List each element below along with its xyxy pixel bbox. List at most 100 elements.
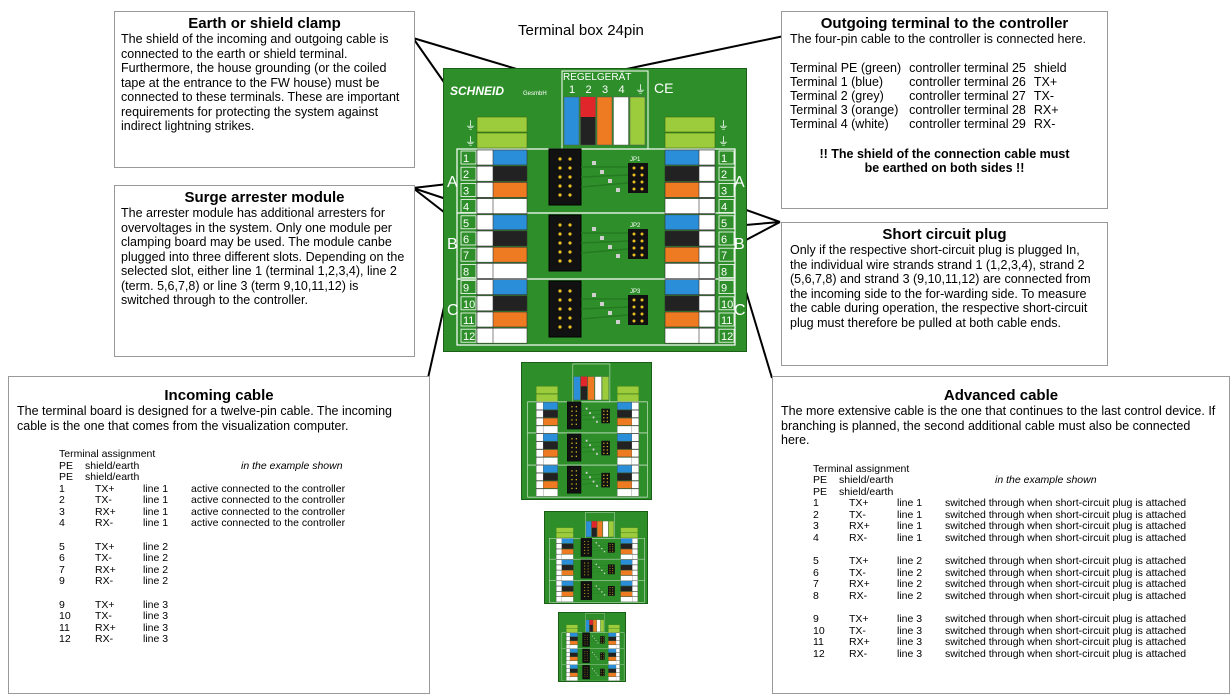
slot-pin — [575, 442, 577, 444]
terminal-lever — [631, 425, 639, 434]
component — [585, 439, 588, 442]
terminal-line: line 2 — [143, 540, 169, 553]
component — [596, 452, 598, 455]
terminal-number: 5 — [463, 218, 469, 230]
terminal-lever — [566, 644, 571, 649]
terminal-lever — [632, 564, 638, 571]
slot-pin — [587, 543, 589, 545]
thumbnail-drawing — [545, 512, 647, 603]
regler-pin — [602, 521, 609, 537]
outgoing-box: Outgoing terminal to the controller The … — [781, 11, 1108, 209]
slot-pin — [568, 223, 572, 227]
terminal-lever — [566, 668, 571, 673]
component — [597, 658, 599, 660]
advanced-assign-header: Terminal assignment — [813, 462, 910, 475]
terminal-number: 11 — [721, 315, 732, 327]
surge-slot — [582, 665, 590, 680]
slot-pin — [584, 634, 586, 636]
terminal-number: 11 — [59, 621, 70, 634]
surge-slot — [548, 280, 582, 338]
slot-pin — [568, 325, 572, 329]
terminal-number: 3 — [813, 520, 819, 532]
group-label-left: C — [447, 302, 459, 319]
terminal-lever — [615, 640, 620, 645]
earth-terminal — [608, 624, 620, 629]
pcb-trace — [581, 418, 602, 421]
slot-pin — [584, 655, 586, 657]
jumper-pin — [602, 673, 604, 674]
terminal-note: switched through when short-circuit plug… — [945, 555, 1187, 567]
slot-pin — [584, 643, 586, 645]
pcb-trace — [589, 673, 601, 675]
surge-slot — [548, 214, 582, 272]
jumper-pin — [640, 187, 644, 191]
terminal-number-frame — [718, 328, 735, 343]
slot-pin — [571, 483, 573, 485]
slot-pin — [587, 552, 589, 554]
component — [592, 293, 596, 297]
jumper-pin — [632, 232, 636, 236]
terminal-signal: TX- — [849, 566, 866, 579]
terminal-number: 9 — [721, 283, 727, 295]
outgoing-row: Terminal 4 (white)controller terminal 29… — [790, 117, 1075, 131]
component — [595, 563, 597, 566]
terminal-lever — [698, 311, 716, 328]
terminal-number: 1 — [59, 482, 65, 495]
outgoing-cell: controller terminal 26 — [909, 74, 1026, 89]
slot-pin — [584, 552, 586, 554]
outgoing-cell: RX- — [1033, 116, 1056, 131]
slot-pin — [568, 289, 572, 293]
terminal-lever — [615, 668, 620, 673]
thumbnail-drawing — [559, 613, 625, 681]
slot-pin — [586, 637, 588, 638]
terminal-lever — [556, 543, 562, 549]
component — [608, 179, 612, 183]
terminal-number: 5 — [59, 540, 65, 553]
regler-pin — [585, 619, 590, 632]
terminal-lever — [566, 660, 571, 665]
terminal-lever — [631, 488, 639, 497]
terminal-number-frame — [460, 263, 477, 278]
terminal-lever — [476, 263, 494, 279]
component — [608, 311, 612, 315]
terminal-lever — [566, 640, 571, 645]
jumper-pin — [603, 484, 605, 487]
terminal-lever — [698, 214, 716, 231]
terminal-number: 9 — [59, 575, 65, 587]
terminal-note: switched through when short-circuit plug… — [945, 508, 1187, 521]
earth-terminal — [476, 132, 528, 149]
terminal-lever — [556, 575, 562, 581]
slot-pin — [568, 316, 572, 320]
jumper-pin — [609, 565, 611, 567]
jumper-pin — [602, 640, 604, 642]
outgoing-cell: shield — [1033, 60, 1067, 75]
earth-terminal — [556, 532, 574, 538]
jumper-pin — [601, 671, 602, 673]
terminal-line: line 3 — [897, 624, 923, 637]
terminal-line: line 1 — [897, 520, 923, 532]
terminal-lever — [632, 586, 638, 592]
outgoing-cell: controller terminal 25 — [909, 60, 1026, 75]
jumper-pin — [609, 546, 611, 548]
slot-pin — [575, 446, 577, 449]
terminal-number-frame — [460, 296, 477, 311]
short-circuit-jumper — [600, 668, 605, 677]
earth-terminal — [620, 532, 638, 538]
jumper-pin — [603, 477, 605, 480]
terminal-lever — [536, 402, 544, 410]
slot-pin — [568, 175, 572, 179]
terminal-note: switched through when short-circuit plug… — [945, 624, 1187, 637]
jumper-pin — [601, 669, 602, 671]
jumper-pin — [606, 420, 608, 423]
terminal-lever — [566, 656, 571, 661]
terminal-number-frame — [460, 199, 477, 214]
regler-pin — [573, 376, 581, 401]
jumper-pin — [603, 481, 605, 483]
jumper-pin — [602, 642, 604, 643]
